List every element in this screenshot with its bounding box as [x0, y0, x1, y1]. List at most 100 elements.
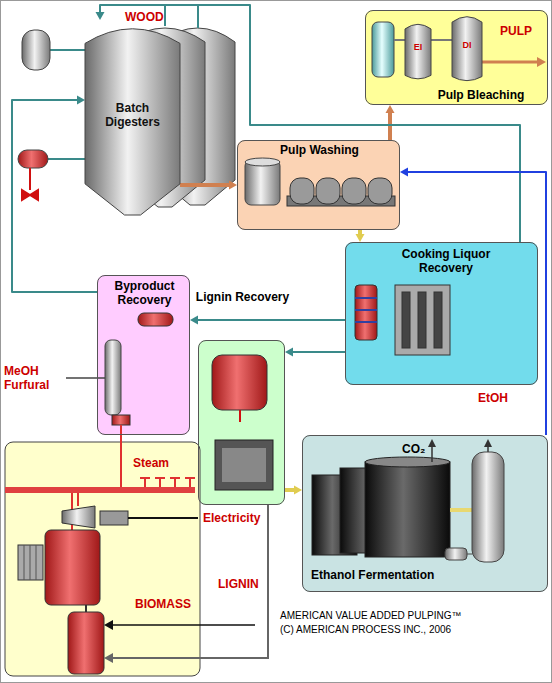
- arrowhead: [294, 486, 302, 495]
- pulp-outlet: [537, 57, 546, 67]
- flow-connector: [285, 348, 345, 357]
- valve: [22, 168, 38, 200]
- digester-vessel: Batch Digesters: [85, 20, 180, 215]
- arrowhead: [285, 348, 293, 357]
- turbine-generator: [62, 506, 198, 528]
- recovery-unit: [395, 285, 450, 355]
- lignin-press: [215, 440, 273, 490]
- co2-vent: [428, 439, 436, 447]
- stream-label: AMERICAN VALUE ADDED PULPING™: [280, 610, 462, 622]
- recovery-unit: [402, 292, 410, 348]
- region-title: Cooking Liquor Recovery: [386, 248, 506, 276]
- boiler: [18, 545, 43, 580]
- byproduct-column: [66, 340, 130, 425]
- biomass-feed: [104, 620, 113, 630]
- pulp-outlet: [482, 61, 538, 64]
- stream-label: Electricity: [203, 512, 260, 526]
- boiler: [68, 612, 104, 674]
- power-region: [5, 442, 200, 676]
- region-title: Pulp Washing: [238, 144, 401, 158]
- arrowhead: [96, 12, 105, 20]
- flow-line: [406, 172, 546, 435]
- lignin-tank: [239, 410, 241, 422]
- steam-header: [140, 478, 195, 487]
- stream-label: LIGNIN: [218, 578, 259, 592]
- drum-washer: [368, 178, 392, 204]
- bleach-tower: [372, 22, 394, 77]
- flow-line: [196, 319, 345, 321]
- bleach-stage-vessel: [405, 24, 431, 79]
- flow-connector: [400, 168, 546, 436]
- liquor-line: [50, 49, 85, 51]
- region-fill: [237, 140, 400, 230]
- process-region: Pulp Washing: [237, 140, 400, 230]
- arrowhead: [400, 168, 408, 177]
- region-title: EI: [405, 42, 431, 52]
- process-region: Lignin Recovery: [198, 340, 285, 505]
- valve: [22, 190, 38, 200]
- process-region: Cooking Liquor Recovery: [345, 242, 538, 385]
- fermentation-tank: [312, 457, 450, 557]
- liquor-line: [48, 158, 85, 160]
- arrowhead: [356, 234, 365, 242]
- distillation-column: [472, 452, 504, 562]
- drum-washer: [342, 178, 366, 204]
- beer-line: [450, 508, 472, 512]
- turbine-generator: [62, 506, 95, 528]
- evaporator: [355, 298, 377, 322]
- liquor-tank: [22, 30, 50, 70]
- distillation-column: [445, 548, 467, 560]
- pulp-outlet: [482, 57, 546, 67]
- steam-header: [5, 425, 195, 530]
- recovery-unit: [395, 285, 450, 355]
- boiler: [18, 530, 104, 674]
- arrowhead: [386, 105, 395, 113]
- steam-header: [5, 487, 195, 493]
- fermentation-tank: [365, 457, 450, 467]
- stream-label: (C) AMERICAN PROCESS INC., 2006: [280, 624, 451, 636]
- bleach-stage-vessel: EI: [405, 22, 431, 80]
- digester-vessel: [85, 29, 180, 215]
- bleach-stage-vessel: [452, 17, 482, 81]
- lignin-tank: [212, 355, 267, 410]
- region-fill: [365, 10, 548, 105]
- liquor-tank: [22, 30, 50, 70]
- flow-connector: [386, 105, 395, 140]
- region-fill: [302, 435, 548, 592]
- biomass-feed: [104, 620, 255, 630]
- stream-label: PULP: [500, 25, 532, 39]
- process-region: Byproduct Recovery: [97, 275, 190, 435]
- flow-line: [291, 351, 345, 353]
- byproduct-column: [105, 340, 121, 415]
- arrowhead: [77, 96, 85, 105]
- stream-label: WOOD: [125, 11, 164, 25]
- co2-vent: [484, 439, 492, 447]
- flow-line: [180, 183, 231, 187]
- lignin-line: [104, 653, 113, 663]
- region-title: DI: [452, 40, 482, 50]
- lignin-press: [215, 440, 273, 490]
- region-fill: [97, 275, 190, 435]
- fermentation-tank: [365, 462, 450, 557]
- liquor-line: [164, 5, 166, 26]
- stream-label: Steam: [133, 457, 169, 471]
- turbine-generator: [100, 511, 128, 525]
- byproduct-exchanger: [138, 313, 173, 326]
- drum-washer: [287, 178, 395, 206]
- boiler: [85, 605, 87, 612]
- stream-label: EtOH: [478, 392, 508, 406]
- recovery-unit: [418, 292, 426, 348]
- power-region: [5, 442, 200, 676]
- evaporator: [355, 285, 377, 340]
- flow-connector: [180, 181, 237, 190]
- process-region: Ethanol Fermentation: [302, 435, 548, 592]
- region-fill: [198, 340, 285, 505]
- region-title: Ethanol Fermentation: [311, 569, 471, 583]
- stream-label: MeOH Furfural: [4, 365, 64, 393]
- bleach-stage-vessel: DI: [452, 14, 482, 82]
- arrowhead: [190, 316, 198, 325]
- region-fill: [345, 242, 538, 385]
- recovery-unit: [434, 292, 442, 348]
